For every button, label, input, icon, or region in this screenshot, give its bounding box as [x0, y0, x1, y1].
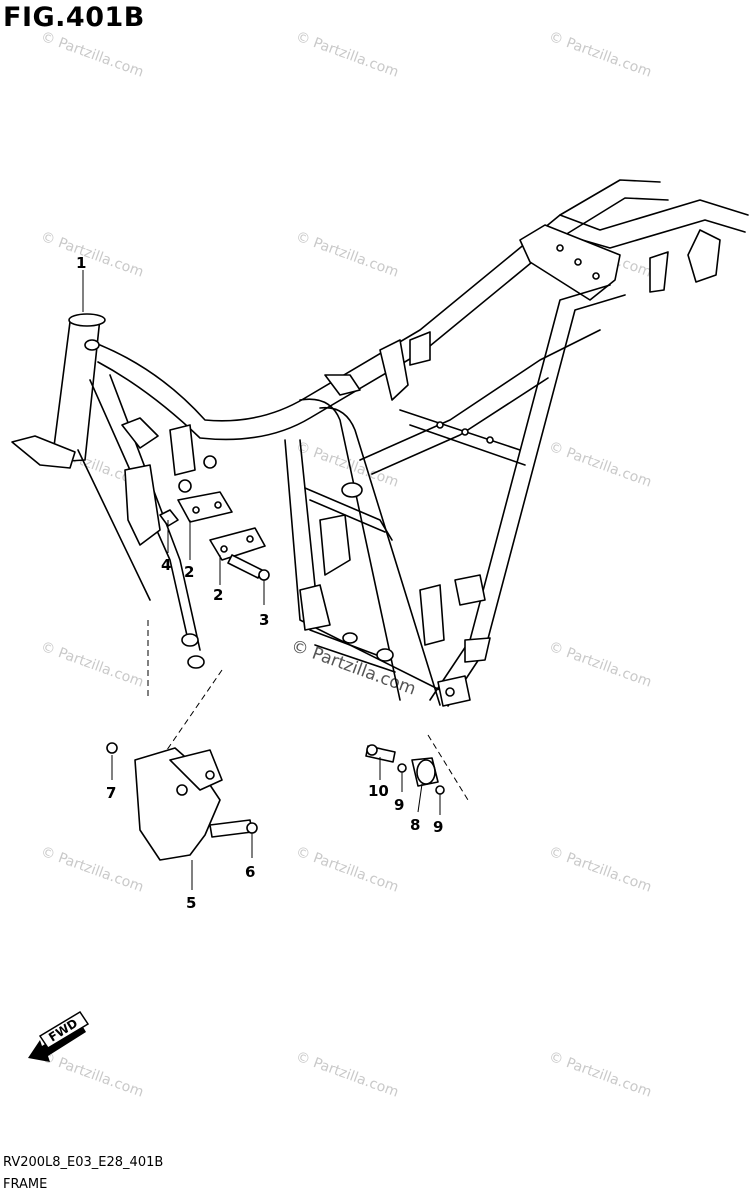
watermark: © Partzilla.com	[547, 639, 654, 691]
watermark: © Partzilla.com	[294, 229, 401, 281]
callout-5: 5	[186, 894, 196, 912]
figure-title: FIG.401B	[3, 2, 145, 33]
figure-code: RV200L8_E03_E28_401B	[3, 1155, 164, 1170]
watermark: © Partzilla.com	[547, 439, 654, 491]
callout-2a: 2	[184, 563, 194, 581]
callout-7: 7	[106, 784, 116, 802]
callout-2b: 2	[213, 586, 223, 604]
callout-3: 3	[259, 611, 269, 629]
lower-right-mount	[365, 734, 469, 815]
callout-1: 1	[76, 254, 86, 272]
callout-4: 4	[161, 556, 171, 574]
callout-10: 10	[368, 782, 389, 800]
callout-leaders	[82, 270, 265, 890]
watermark: © Partzilla.com	[294, 1049, 401, 1101]
figure-name: FRAME	[3, 1177, 48, 1192]
watermark: © Partzilla.com	[39, 639, 146, 691]
watermark: © Partzilla.com	[547, 844, 654, 896]
callout-9a: 9	[394, 796, 404, 814]
watermark: © Partzilla.com	[294, 29, 401, 81]
watermark: © Partzilla.com	[39, 1049, 146, 1101]
fwd-arrow: FWD	[28, 1010, 90, 1062]
watermark: © Partzilla.com	[547, 1049, 654, 1101]
watermark: © Partzilla.com	[39, 844, 146, 896]
watermark: © Partzilla.com	[294, 439, 401, 491]
watermark: © Partzilla.com	[547, 29, 654, 81]
lower-left-bracket	[106, 620, 258, 861]
watermark: © Partzilla.com	[39, 29, 146, 81]
upper-fasteners	[159, 491, 270, 581]
callout-6: 6	[245, 863, 255, 881]
watermarks: © Partzilla.com © Partzilla.com © Partzi…	[39, 29, 654, 1101]
callout-9b: 9	[433, 818, 443, 836]
main-frame	[11, 179, 749, 707]
watermark: © Partzilla.com	[294, 844, 401, 896]
callouts: 1 2 2 3 4 5 6 7 8 9 9 10	[76, 254, 443, 912]
callout-8: 8	[410, 816, 420, 834]
watermark: © Partzilla.com	[39, 229, 146, 281]
